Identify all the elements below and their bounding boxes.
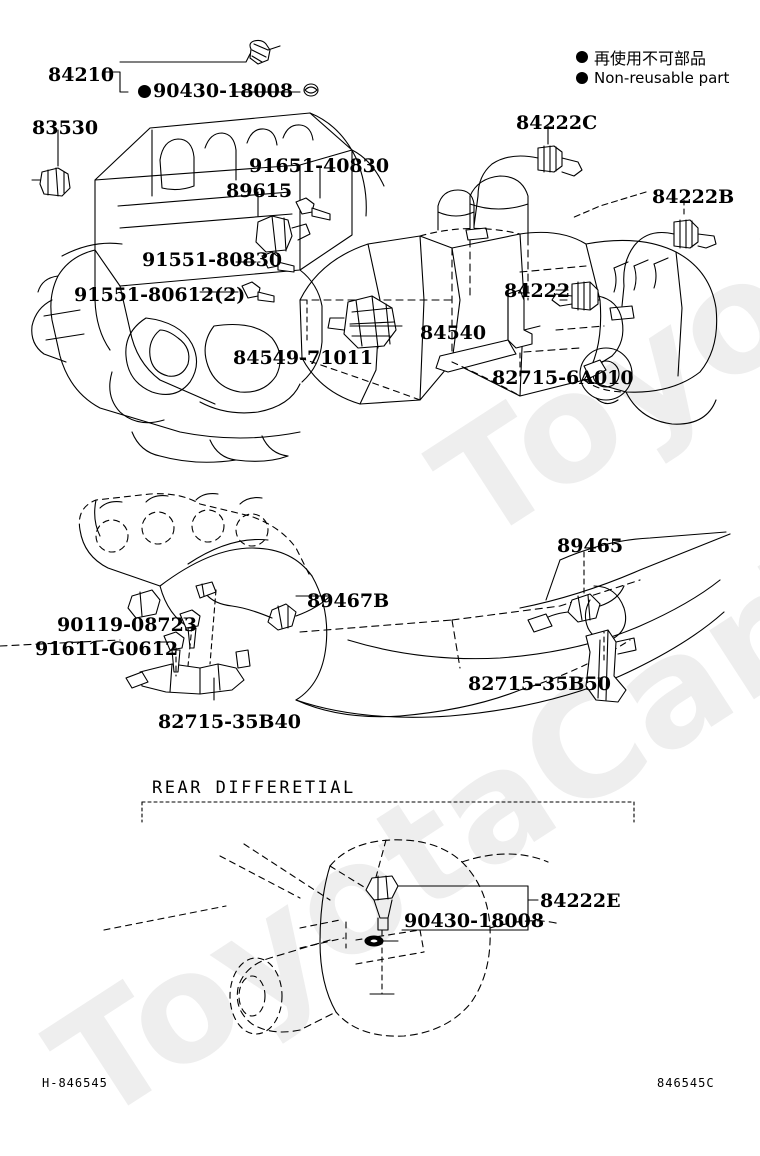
part-number-label[interactable]: 84549-71011 [233, 347, 373, 369]
part-number-text: 84222 [504, 280, 571, 302]
part-number-text: 91551-80830 [142, 249, 283, 271]
leader-lines-top [57, 53, 403, 341]
part-number-label[interactable]: 90119-08723 [57, 614, 197, 636]
non-reusable-marker-icon [576, 50, 588, 63]
part-number-text: 84549-71011 [233, 347, 374, 369]
transmission-hidden-lines [299, 227, 627, 401]
part-number-label[interactable]: 89615 [226, 180, 292, 202]
part-number-text: 84540 [420, 322, 487, 344]
footer-left-code: H-846545 [42, 1076, 108, 1090]
part-number-text: 89467B [307, 590, 390, 612]
rear-differential-bracket [141, 801, 635, 823]
diagram-line-art [0, 39, 731, 1037]
legend-row-english: Non-reusable part [576, 67, 729, 88]
part-number-text: 82715-35B40 [158, 711, 301, 733]
part-number-text: 82715-6A010 [492, 367, 634, 389]
part-number-label[interactable]: 89467B [307, 590, 389, 612]
part-number-text: 83530 [32, 117, 99, 139]
part-number-label[interactable]: 91611-G0612 [35, 638, 178, 660]
part-number-text: 89465 [557, 535, 624, 557]
legend-english-label: Non-reusable part [594, 68, 730, 87]
part-number-label[interactable]: 84222C [516, 112, 597, 134]
leader-lines-middle [155, 551, 605, 701]
brackets-middle [125, 589, 637, 703]
engine-drawing [31, 112, 385, 463]
part-number-label[interactable]: 91551-80612(2) [74, 284, 245, 306]
non-reusable-marker-icon [138, 85, 151, 98]
differential-drawing [103, 839, 561, 1037]
leader-lines-differential [382, 885, 539, 942]
part-number-text: 82715-35B50 [468, 673, 611, 695]
legend: 再使用不可部品 Non-reusable part [576, 46, 729, 88]
part-number-text: 90119-08723 [57, 614, 198, 636]
part-number-label[interactable]: 84540 [420, 322, 486, 344]
part-number-label[interactable]: 89465 [557, 535, 623, 557]
part-number-text: 91611-G0612 [35, 638, 179, 660]
part-number-text: 84222E [540, 890, 621, 912]
part-number-text: 84222C [516, 112, 598, 134]
part-number-label[interactable]: 90430-18008 [404, 910, 544, 932]
part-number-label[interactable]: 82715-35B40 [158, 711, 301, 733]
non-reusable-marker-icon [576, 71, 588, 84]
exhaust-drawing [0, 493, 731, 718]
part-number-text: 90430-18008 [404, 910, 545, 932]
leader-lines-transmission [519, 125, 685, 377]
part-number-label[interactable]: 84222B [652, 186, 734, 208]
part-number-label[interactable]: 84222 [504, 280, 570, 302]
part-number-label[interactable]: 91551-80830 [142, 249, 282, 271]
part-number-text: 91651-40830 [249, 155, 390, 177]
part-number-label[interactable]: 82715-35B50 [468, 673, 611, 695]
part-number-text: 91551-80612(2) [74, 284, 246, 306]
part-number-text: 84222B [652, 186, 735, 208]
part-number-label[interactable]: 84210 [48, 64, 114, 86]
part-number-label[interactable]: 90430-18008 [138, 80, 293, 102]
part-number-label[interactable]: 84222E [540, 890, 621, 912]
part-number-label[interactable]: 91651-40830 [249, 155, 389, 177]
part-number-text: 84210 [48, 64, 115, 86]
top-small-parts [31, 39, 397, 349]
speed-sensor-harnesses [435, 145, 717, 379]
part-number-label[interactable]: 83530 [32, 117, 98, 139]
part-number-text: 90430-18008 [153, 80, 294, 102]
legend-japanese-label: 再使用不可部品 [594, 48, 707, 68]
rear-differential-section-title: REAR DIFFERETIAL [152, 778, 356, 798]
legend-row-japanese: 再使用不可部品 [576, 46, 729, 68]
footer-right-code: 846545C [657, 1076, 715, 1090]
part-number-text: 89615 [226, 180, 293, 202]
part-number-label[interactable]: 82715-6A010 [492, 367, 634, 389]
